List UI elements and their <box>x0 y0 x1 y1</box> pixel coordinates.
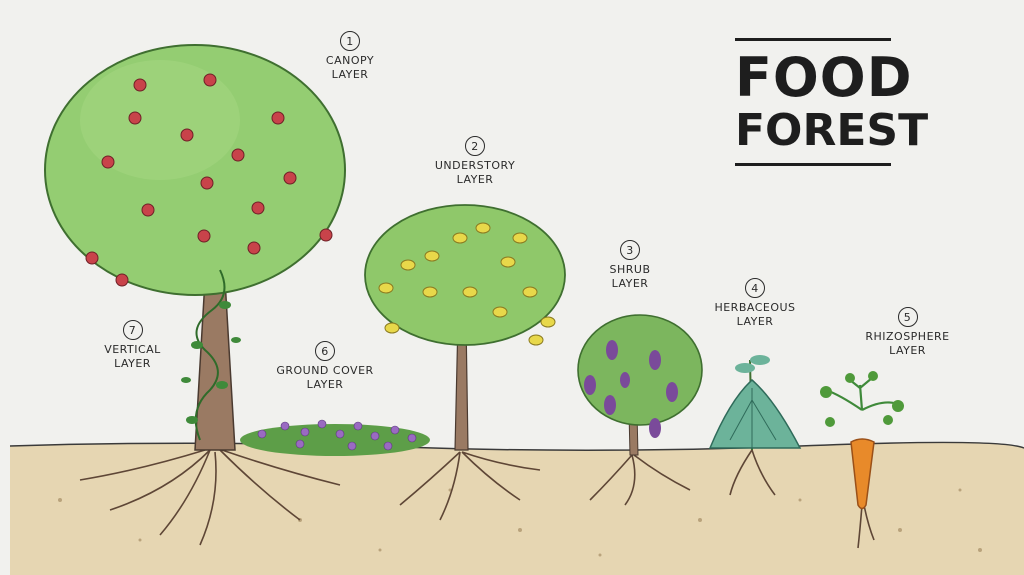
layer-label-herbaceous: 4 HERBACEOUS LAYER <box>690 278 820 329</box>
layer-name: UNDERSTORY <box>410 159 540 173</box>
title-line-2: FOREST <box>735 107 897 155</box>
layer-label-understory: 2 UNDERSTORY LAYER <box>410 136 540 187</box>
layer-name: CANOPY <box>305 54 395 68</box>
layer-suffix: LAYER <box>305 68 395 82</box>
layer-suffix: LAYER <box>840 344 975 358</box>
title-line-1: FOOD <box>735 49 897 107</box>
layer-number-badge: 2 <box>465 136 485 156</box>
layer-number-badge: 6 <box>315 341 335 361</box>
layer-number-badge: 5 <box>898 307 918 327</box>
layer-number-badge: 1 <box>340 31 360 51</box>
layer-label-rhizosphere: 5 RHIZOSPHERE LAYER <box>840 307 975 358</box>
layer-label-canopy: 1 CANOPY LAYER <box>305 31 395 82</box>
title-top-rule <box>735 38 891 41</box>
layer-number-badge: 7 <box>123 320 143 340</box>
layer-name: SHRUB <box>590 263 670 277</box>
layer-suffix: LAYER <box>250 378 400 392</box>
layer-number-badge: 3 <box>620 240 640 260</box>
layer-label-shrub: 3 SHRUB LAYER <box>590 240 670 291</box>
layer-suffix: LAYER <box>85 357 180 371</box>
title-bottom-rule <box>735 163 891 166</box>
herb-icon <box>710 355 800 450</box>
layer-suffix: LAYER <box>590 277 670 291</box>
layer-name: GROUND COVER <box>250 364 400 378</box>
layer-label-ground-cover: 6 GROUND COVER LAYER <box>250 341 400 392</box>
layer-name: HERBACEOUS <box>690 301 820 315</box>
layer-number-badge: 4 <box>745 278 765 298</box>
layer-suffix: LAYER <box>410 173 540 187</box>
lemon-tree-icon <box>365 205 565 450</box>
ground-cover-icon <box>240 420 430 456</box>
layer-name: VERTICAL <box>85 343 180 357</box>
layer-name: RHIZOSPHERE <box>840 330 975 344</box>
layer-label-vertical: 7 VERTICAL LAYER <box>85 320 180 371</box>
diagram-title: FOOD FOREST <box>735 38 897 166</box>
layer-suffix: LAYER <box>690 315 820 329</box>
grape-bush-icon <box>578 315 702 455</box>
